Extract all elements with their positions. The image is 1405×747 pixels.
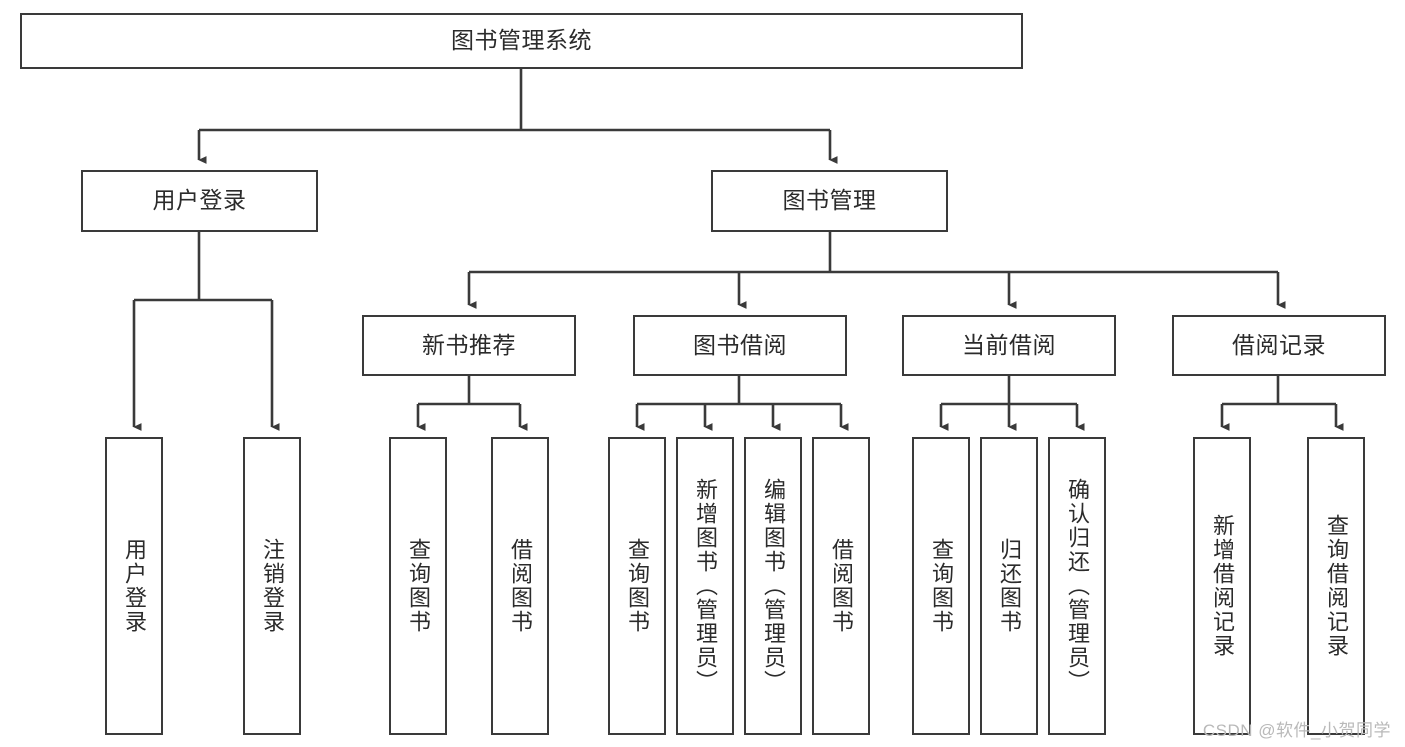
leaf-add-book[interactable]: 新增图书（管理员） <box>676 437 734 735</box>
node-label: 借阅图书 <box>507 538 533 634</box>
leaf-confirm-return[interactable]: 确认归还（管理员） <box>1048 437 1106 735</box>
node-label: 查询借阅记录 <box>1323 514 1349 658</box>
csdn-watermark: CSDN @软件_小贺同学 <box>1202 721 1391 740</box>
node-label: 当前借阅 <box>962 331 1056 358</box>
node-label: 用户登录 <box>121 538 147 634</box>
node-book-management-system[interactable]: 图书管理系统 <box>20 13 1023 69</box>
leaf-query-book-recommend[interactable]: 查询图书 <box>389 437 447 735</box>
node-label: 查询图书 <box>624 538 650 634</box>
leaf-user-login[interactable]: 用户登录 <box>105 437 163 735</box>
node-label: 用户登录 <box>152 187 247 214</box>
leaf-logout-login[interactable]: 注销登录 <box>243 437 301 735</box>
leaf-edit-book[interactable]: 编辑图书（管理员） <box>744 437 802 735</box>
node-user-login[interactable]: 用户登录 <box>81 170 318 232</box>
leaf-add-borrow-record[interactable]: 新增借阅记录 <box>1193 437 1251 735</box>
node-current-borrow[interactable]: 当前借阅 <box>902 315 1116 376</box>
node-book-manage[interactable]: 图书管理 <box>711 170 948 232</box>
node-label: 确认归还（管理员） <box>1064 478 1090 694</box>
leaf-borrow-book-recommend[interactable]: 借阅图书 <box>491 437 549 735</box>
node-label: 归还图书 <box>996 538 1022 634</box>
node-book-borrow[interactable]: 图书借阅 <box>633 315 847 376</box>
node-label: 借阅图书 <box>828 538 854 634</box>
node-borrow-record[interactable]: 借阅记录 <box>1172 315 1386 376</box>
leaf-query-book-current[interactable]: 查询图书 <box>912 437 970 735</box>
node-label: 查询图书 <box>405 538 431 634</box>
leaf-return-book[interactable]: 归还图书 <box>980 437 1038 735</box>
node-label: 图书借阅 <box>693 331 787 358</box>
node-label: 图书管理 <box>782 187 877 214</box>
node-label: 查询图书 <box>928 538 954 634</box>
node-label: 图书管理系统 <box>451 27 592 54</box>
node-label: 新书推荐 <box>422 331 516 358</box>
node-label: 编辑图书（管理员） <box>760 478 786 694</box>
node-label: 借阅记录 <box>1232 331 1326 358</box>
node-label: 新增图书（管理员） <box>692 478 718 694</box>
leaf-borrow-book[interactable]: 借阅图书 <box>812 437 870 735</box>
leaf-query-book-borrow[interactable]: 查询图书 <box>608 437 666 735</box>
node-new-book-recommend[interactable]: 新书推荐 <box>362 315 576 376</box>
node-label: 注销登录 <box>259 538 285 634</box>
node-label: 新增借阅记录 <box>1209 514 1235 658</box>
leaf-query-borrow-record[interactable]: 查询借阅记录 <box>1307 437 1365 735</box>
